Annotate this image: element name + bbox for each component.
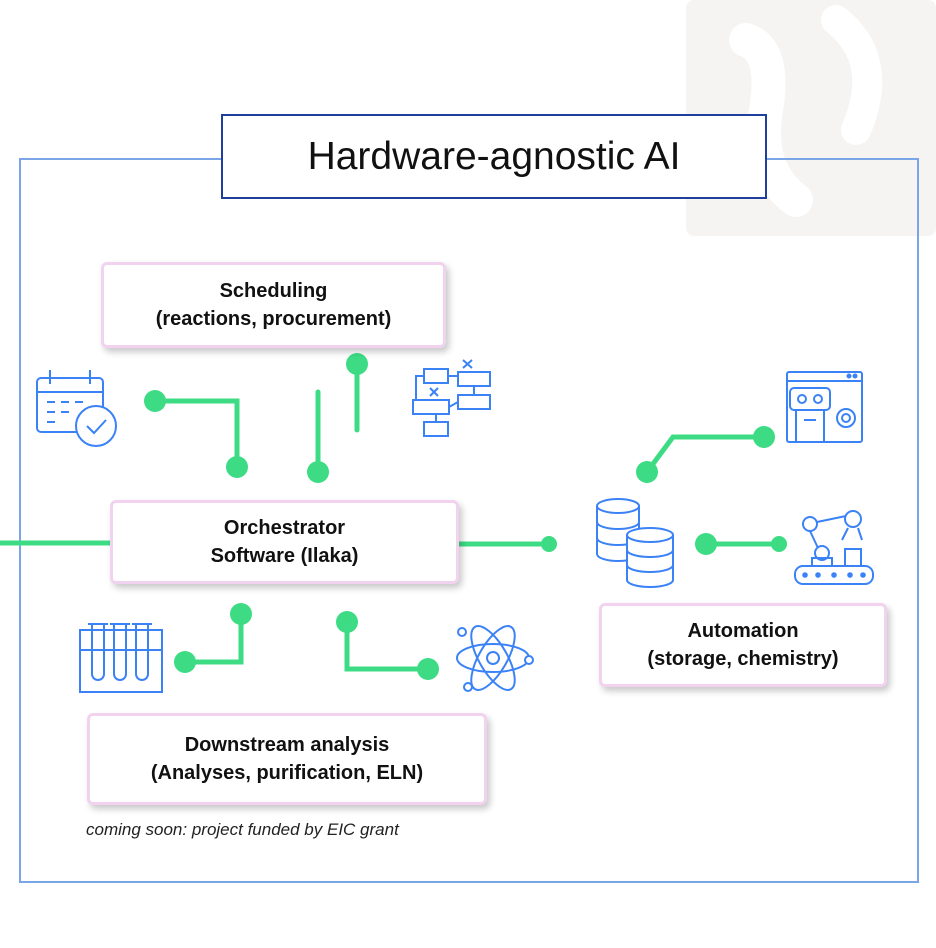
dot bbox=[346, 353, 368, 375]
connector-atom bbox=[344, 619, 431, 672]
calendar-icon bbox=[36, 370, 117, 447]
test-tubes-icon bbox=[79, 623, 163, 693]
automation-box: Automation (storage, chemistry) bbox=[599, 603, 887, 687]
downstream-box: Downstream analysis (Analyses, purificat… bbox=[87, 713, 487, 805]
atom-icon bbox=[456, 625, 534, 692]
dot bbox=[144, 390, 166, 412]
scheduling-box: Scheduling (reactions, procurement) bbox=[101, 262, 446, 348]
connector-calendar bbox=[152, 398, 240, 470]
robot-arm-icon bbox=[794, 510, 874, 585]
workflow-icon bbox=[412, 359, 491, 437]
dot bbox=[541, 536, 557, 552]
dot bbox=[695, 533, 717, 555]
orchestrator-title: Orchestrator bbox=[223, 517, 346, 539]
database-icon bbox=[596, 498, 674, 588]
connector-dots bbox=[144, 353, 787, 680]
scheduling-subtitle: (reactions, procurement) bbox=[155, 308, 392, 330]
connector-robot bbox=[644, 434, 767, 475]
automation-subtitle: (storage, chemistry) bbox=[647, 648, 839, 670]
downstream-title: Downstream analysis bbox=[184, 734, 390, 756]
footnote: coming soon: project funded by EIC grant bbox=[86, 820, 399, 839]
dot bbox=[226, 456, 248, 478]
dot bbox=[753, 426, 775, 448]
orchestrator-box: Orchestrator Software (Ilaka) bbox=[110, 500, 459, 584]
dot bbox=[336, 611, 358, 633]
connector-testtubes bbox=[182, 611, 244, 665]
dot bbox=[307, 461, 329, 483]
dot bbox=[417, 658, 439, 680]
dot bbox=[636, 461, 658, 483]
dot bbox=[771, 536, 787, 552]
automation-title: Automation bbox=[687, 620, 799, 642]
scheduling-title: Scheduling bbox=[219, 280, 328, 302]
downstream-subtitle: (Analyses, purification, ELN) bbox=[150, 762, 424, 784]
diagram-title: Hardware-agnostic AI bbox=[221, 114, 767, 199]
robot-icon bbox=[786, 371, 863, 443]
orchestrator-subtitle: Software (Ilaka) bbox=[210, 545, 359, 567]
connector-lines bbox=[0, 361, 782, 672]
dot bbox=[230, 603, 252, 625]
dot bbox=[174, 651, 196, 673]
